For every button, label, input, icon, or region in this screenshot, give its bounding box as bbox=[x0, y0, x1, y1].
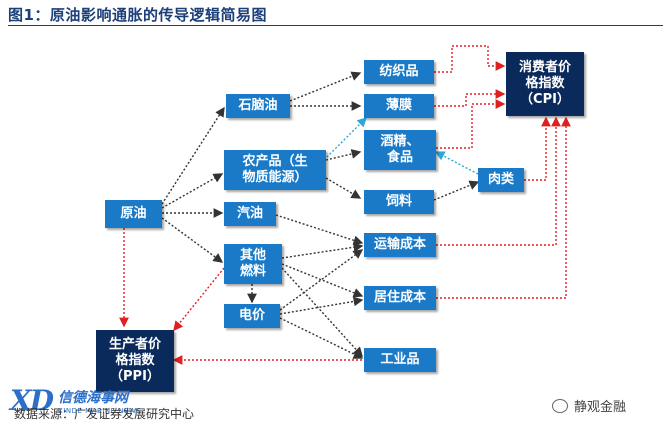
arrow-textile-cpi bbox=[434, 45, 506, 73]
arrow-electricity-housing bbox=[279, 296, 364, 315]
node-electricity: 电价 bbox=[224, 304, 280, 328]
node-feed: 饲料 bbox=[364, 190, 434, 214]
node-film: 薄膜 bbox=[364, 94, 434, 118]
arrow-electricity-transport bbox=[279, 249, 364, 311]
arrow-otherfuel-ppi bbox=[173, 267, 225, 332]
arrow-housing-cpi bbox=[436, 116, 571, 299]
node-ppi: 生产者价 格指数 （PPI） bbox=[96, 330, 174, 392]
logo-name-cn: 信德海事网 bbox=[58, 389, 129, 406]
figure-title: 图1：原油影响通胀的传导逻辑简易图 bbox=[8, 6, 267, 24]
node-transport-cost: 运输成本 bbox=[364, 233, 436, 257]
arrow-agri-feed bbox=[325, 177, 362, 199]
arrow-otherfuel-industrial bbox=[281, 267, 363, 358]
arrow-crude-otherfuel bbox=[161, 217, 224, 263]
node-agri-products: 农产品（生 物质能源） bbox=[224, 150, 326, 190]
node-cpi: 消费者价 格指数 （CPI） bbox=[506, 52, 584, 116]
arrow-electricity-industrial bbox=[279, 317, 364, 359]
arrow-naphtha-textile bbox=[289, 71, 362, 102]
arrow-meat-liquor bbox=[434, 151, 479, 175]
arrow-film-cpi bbox=[434, 89, 506, 107]
wechat-icon bbox=[552, 398, 568, 413]
node-housing-cost: 居住成本 bbox=[364, 286, 436, 310]
data-source: 数据来源：广发证券发展研究中心 bbox=[14, 407, 195, 421]
title-divider bbox=[8, 25, 663, 26]
arrow-otherfuel-transport bbox=[281, 242, 364, 259]
arrow-otherfuel-housing bbox=[281, 263, 364, 298]
logo-name-en: XINDE MARINE NEWS bbox=[58, 406, 142, 415]
arrow-crude-naphtha bbox=[161, 106, 225, 205]
arrow-feed-meat bbox=[433, 180, 480, 201]
node-crude-oil: 原油 bbox=[105, 200, 162, 228]
wechat-watermark: 静观金融 bbox=[552, 396, 626, 415]
arrow-transport-cpi bbox=[436, 116, 561, 246]
logo-mark: XD bbox=[10, 384, 54, 417]
node-gasoline: 汽油 bbox=[224, 202, 276, 226]
arrow-meat-cpi bbox=[524, 116, 551, 181]
node-liquor-food: 酒精、 食品 bbox=[364, 130, 436, 170]
wechat-account-name: 静观金融 bbox=[574, 400, 627, 415]
node-industrial-goods: 工业品 bbox=[364, 348, 436, 372]
arrow-agri-film bbox=[323, 117, 367, 161]
arrow-crude-agri bbox=[161, 173, 224, 209]
node-textile: 纺织品 bbox=[364, 60, 434, 84]
watermark-logo: XD 信德海事网 XINDE MARINE NEWS bbox=[10, 384, 141, 417]
arrow-liquor-cpi bbox=[436, 99, 506, 149]
node-naphtha: 石脑油 bbox=[226, 94, 290, 118]
node-meat: 肉类 bbox=[478, 168, 524, 192]
arrow-agri-liquor bbox=[325, 149, 362, 161]
node-other-fuel: 其他 燃料 bbox=[224, 244, 282, 284]
arrow-gasoline-transport bbox=[275, 214, 364, 246]
